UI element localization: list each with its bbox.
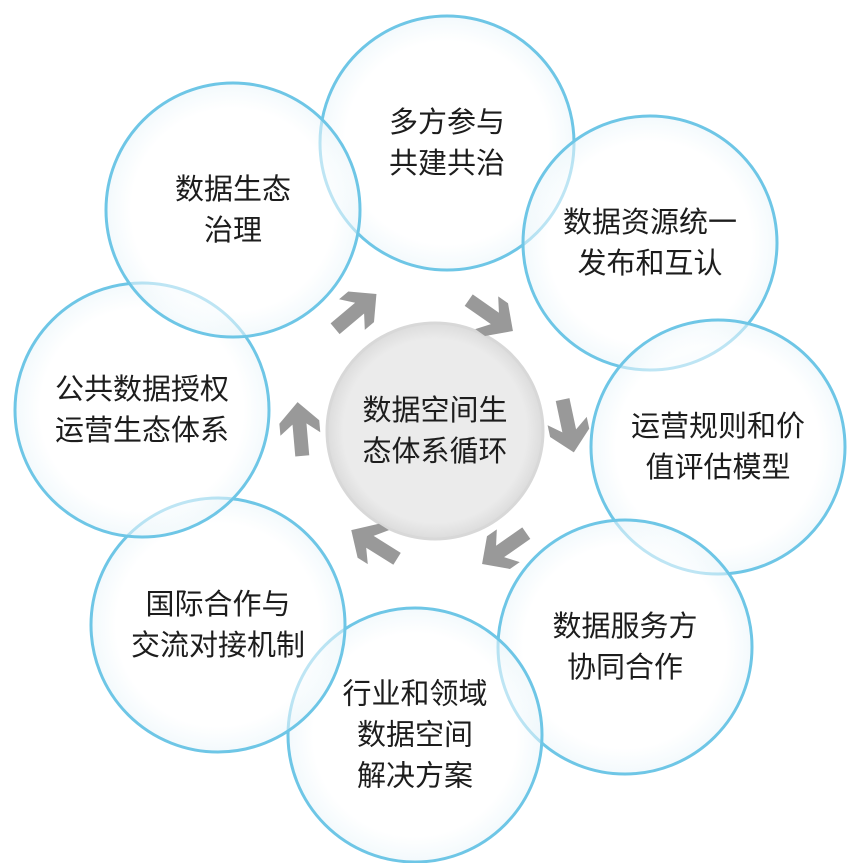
node-label-line: 解决方案: [356, 758, 474, 793]
node-label-line: 交流对接机制: [130, 628, 306, 662]
cycle-arrow-icon: [464, 294, 513, 336]
cycle-arrow-icon: [482, 527, 531, 569]
center-label: 数据空间生 态体系循环: [362, 390, 507, 472]
node-label-multi-party: 多方参与共建共治: [389, 102, 505, 184]
cycle-arrow-icon: [330, 291, 377, 335]
node-label-line: 多方参与: [388, 105, 506, 139]
node-label-line: 数据服务方: [552, 609, 698, 643]
node-label-data-service: 数据服务方协同合作: [552, 606, 697, 688]
node-label-line: 数据资源统一: [562, 205, 738, 239]
node-label-line: 协同合作: [566, 650, 684, 684]
node-label-line: 运营规则和价: [630, 409, 806, 443]
node-label-operation-rules: 运营规则和价值评估模型: [631, 406, 805, 488]
center-line-1: 数据空间生: [362, 393, 508, 427]
node-label-governance: 数据生态治理: [175, 169, 291, 251]
node-label-line: 行业和领域: [342, 676, 488, 711]
cycle-arrow-icon: [279, 402, 321, 457]
node-circle-governance: [104, 81, 362, 339]
node-label-line: 数据生态: [174, 172, 292, 206]
node-label-data-resource: 数据资源统一发布和互认: [563, 202, 737, 284]
node-label-line: 治理: [203, 213, 263, 247]
node-label-line: 共建共治: [388, 146, 506, 180]
center-line-2: 态体系循环: [362, 434, 508, 468]
node-label-line: 数据空间: [356, 717, 474, 752]
node-label-industry-solution: 行业和领域数据空间解决方案: [342, 674, 487, 797]
node-label-line: 国际合作与: [145, 587, 291, 621]
cycle-arrow-icon: [547, 398, 590, 453]
node-label-international: 国际合作与交流对接机制: [131, 584, 305, 666]
node-label-line: 值评估模型: [645, 450, 791, 484]
cycle-arrow-icon: [351, 523, 401, 565]
node-label-line: 运营生态体系: [54, 413, 230, 447]
node-label-public-data: 公共数据授权运营生态体系: [55, 369, 229, 451]
node-label-line: 公共数据授权: [54, 372, 230, 406]
node-label-line: 发布和互认: [577, 246, 723, 280]
center-circle: [325, 321, 545, 541]
node-circle-industry-solution: [286, 606, 544, 863]
